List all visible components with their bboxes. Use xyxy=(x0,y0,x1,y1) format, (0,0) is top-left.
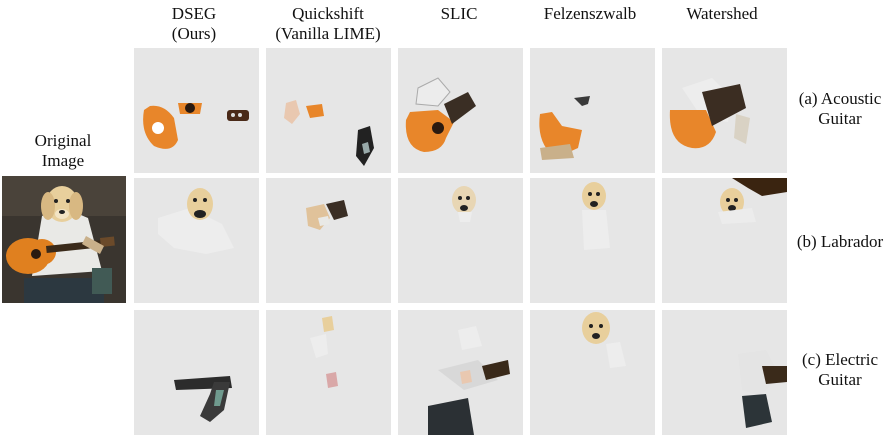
panel-electric-dseg xyxy=(134,310,259,435)
panel-labrador-felzenszwalb xyxy=(530,178,655,303)
column-header-quickshift: Quickshift (Vanilla LIME) xyxy=(264,4,392,44)
panel-acoustic-dseg xyxy=(134,48,259,173)
panel-acoustic-watershed xyxy=(662,48,787,173)
segment-drawing xyxy=(582,182,610,250)
panel-labrador-quickshift xyxy=(266,178,391,303)
segment-drawing xyxy=(452,186,476,222)
original-label-line2: Image xyxy=(41,151,85,170)
original-label-line1: Original xyxy=(34,131,92,150)
original-image-label: Original Image xyxy=(0,131,126,171)
row-label-line2: Guitar xyxy=(818,370,862,389)
panel-acoustic-felzenszwalb xyxy=(530,48,655,173)
row-label-acoustic-guitar: (a) Acoustic Guitar xyxy=(788,89,892,129)
column-header-line1: DSEG xyxy=(171,4,217,23)
column-header-felzenszwalb: Felzenszwalb xyxy=(526,4,654,24)
row-label-labrador: (b) Labrador xyxy=(788,232,892,252)
segment-drawing xyxy=(669,78,750,149)
column-header-slic: SLIC xyxy=(395,4,523,24)
segment-drawing xyxy=(143,103,249,149)
segment-drawing xyxy=(405,77,476,152)
segment-drawing xyxy=(174,376,232,422)
segment-drawing xyxy=(718,178,787,224)
column-header-line1: Quickshift xyxy=(292,4,364,23)
column-header-dseg: DSEG (Ours) xyxy=(130,4,258,44)
original-image xyxy=(2,176,126,303)
panel-acoustic-quickshift xyxy=(266,48,391,173)
column-header-line1: Watershed xyxy=(686,4,758,23)
panel-labrador-watershed xyxy=(662,178,787,303)
segment-drawing xyxy=(284,100,374,166)
panel-electric-felzenszwalb xyxy=(530,310,655,435)
panel-electric-watershed xyxy=(662,310,787,435)
column-header-line1: Felzenszwalb xyxy=(543,4,637,23)
panel-labrador-slic xyxy=(398,178,523,303)
row-label-line1: (c) Electric xyxy=(802,350,878,369)
column-header-line2: (Vanilla LIME) xyxy=(275,24,381,43)
segment-drawing xyxy=(310,316,338,388)
original-image-drawing xyxy=(2,176,126,303)
panel-labrador-dseg xyxy=(134,178,259,303)
panel-acoustic-slic xyxy=(398,48,523,173)
row-label-electric-guitar: (c) Electric Guitar xyxy=(788,350,892,390)
row-label-line2: Guitar xyxy=(818,109,862,128)
column-header-line1: SLIC xyxy=(440,4,478,23)
row-label-line1: (a) Acoustic xyxy=(798,89,882,108)
panel-electric-quickshift xyxy=(266,310,391,435)
segment-drawing xyxy=(158,188,234,254)
row-label-line1: (b) Labrador xyxy=(796,232,884,251)
segment-drawing xyxy=(306,200,348,230)
column-header-line2: (Ours) xyxy=(171,24,217,43)
panel-electric-slic xyxy=(398,310,523,435)
column-header-watershed: Watershed xyxy=(658,4,786,24)
segment-drawing xyxy=(428,326,510,435)
segment-drawing xyxy=(582,312,626,368)
segment-drawing xyxy=(738,350,787,428)
segment-drawing xyxy=(539,96,590,160)
